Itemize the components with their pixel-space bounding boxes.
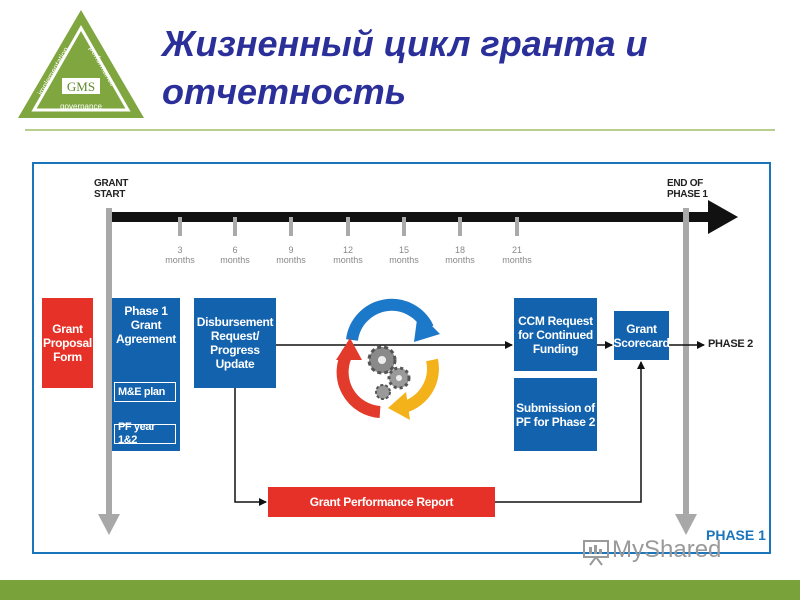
- me-plan-box: M&E plan: [114, 382, 176, 402]
- grant-start-label: GRANT START: [94, 178, 129, 200]
- pf-year-box: PF year 1&2: [114, 421, 176, 446]
- end-phase1-label: END OF PHASE 1: [667, 178, 708, 200]
- grant-scorecard-box: Grant Scorecard: [614, 311, 670, 360]
- grant-start-arrowhead: [98, 514, 120, 535]
- grant-start-line: [106, 208, 112, 516]
- presentation-icon: [583, 540, 609, 566]
- performance-report-box: Grant Performance Report: [268, 487, 495, 517]
- phase2-label: PHASE 2: [708, 338, 753, 350]
- page-title: Жизненный цикл гранта и отчетность: [162, 23, 648, 112]
- gms-logo: GMS governance implementation performanc…: [18, 10, 144, 118]
- gears-cycle-icon: [336, 298, 440, 420]
- logo-bottom-text: governance: [60, 102, 102, 111]
- disbursement-box: Disbursement Request/ Progress Update: [194, 298, 276, 388]
- header-divider: [25, 129, 775, 131]
- grant-proposal-box: Grant Proposal Form: [42, 298, 93, 388]
- timeline-bar: [110, 212, 710, 222]
- watermark-text: MyShared: [612, 536, 722, 563]
- submission-pf-box: Submission of PF for Phase 2: [514, 378, 597, 451]
- diagram-frame: [32, 162, 771, 554]
- flow-arrow-scorecard: [495, 361, 645, 503]
- flow-arrow-report: [234, 388, 267, 506]
- timeline-ticks: [178, 217, 519, 236]
- logo-center-text: GMS: [67, 79, 95, 94]
- timeline-arrowhead: [708, 200, 738, 234]
- ccm-request-box: CCM Request for Continued Funding: [514, 298, 597, 371]
- footer-bar: [0, 580, 800, 600]
- end-phase1-line: [683, 208, 689, 516]
- end-phase1-arrowhead: [675, 514, 697, 535]
- phase1-label: PHASE 1: [706, 527, 766, 543]
